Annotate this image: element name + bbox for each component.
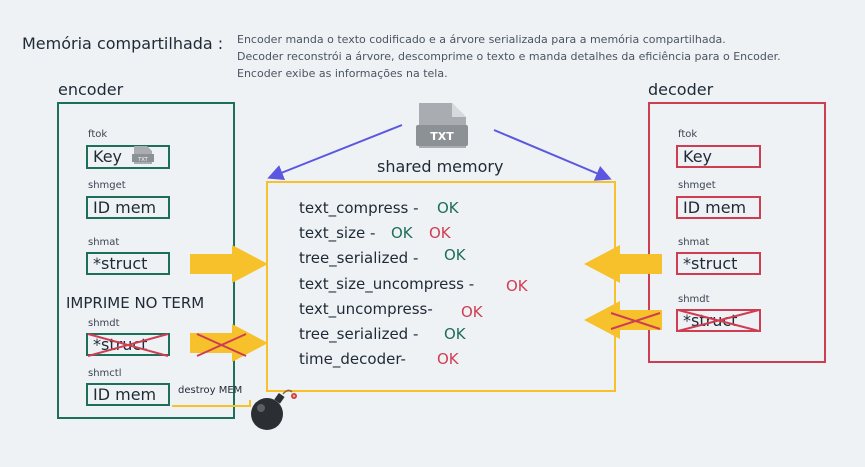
decoder-id-mem-field: ID mem	[676, 196, 761, 219]
small-txt-file-icon: TXT	[132, 146, 154, 164]
cross-out-encoder-shmdt-arrow	[196, 333, 247, 357]
status-ok: OK	[444, 246, 466, 264]
encoder-shmctl-label: shmctl	[88, 368, 122, 379]
decoder-key-value: Key	[683, 147, 713, 166]
decoder-frame	[648, 102, 826, 363]
encoder-shmctl-field: ID mem	[86, 383, 170, 406]
txt-icon-label: TXT	[430, 130, 454, 143]
encoder-id-mem-value: ID mem	[93, 198, 157, 217]
arrow-decoder-shmdt	[584, 301, 662, 339]
decoder-shmdt-label: shmdt	[678, 294, 710, 305]
bomb-icon	[251, 389, 297, 430]
shared-memory-title: shared memory	[377, 157, 504, 176]
encoder-title: encoder	[58, 80, 124, 99]
description: Encoder manda o texto codificado e a árv…	[237, 31, 781, 82]
arrow-to-shared-right	[493, 129, 612, 181]
encoder-shmctl-value: ID mem	[93, 385, 157, 404]
status-ok: OK	[437, 199, 459, 217]
mem-field-text-compress: text_compress -	[299, 199, 419, 217]
description-line: Encoder manda o texto codificado e a árv…	[237, 33, 726, 46]
arrow-encoder-shmat	[190, 245, 268, 283]
decoder-ftok-label: ftok	[678, 129, 698, 140]
encoder-shmget-label: shmget	[88, 180, 126, 191]
status-ok: OK	[444, 325, 466, 343]
decoder-shmget-label: shmget	[678, 180, 716, 191]
destroy-label: destroy MEM	[178, 385, 243, 396]
encoder-shmat-label: shmat	[88, 237, 120, 248]
mem-field-time-decoder: time_decoder-	[299, 350, 406, 368]
description-line: Encoder exibe as informações na tela.	[237, 67, 448, 80]
mem-field-text-size-uncompress: text_size_uncompress -	[299, 275, 475, 293]
encoder-ftok-label: ftok	[88, 129, 108, 140]
decoder-id-mem-value: ID mem	[683, 198, 747, 217]
status-ok: OK	[391, 224, 413, 242]
encoder-struct-field: *struct	[86, 252, 170, 275]
status-ok: OK	[437, 350, 459, 368]
encoder-struct-value: *struct	[93, 254, 148, 273]
cross-out-decoder-shmdt-field	[677, 309, 760, 332]
status-ok: OK	[461, 303, 483, 321]
decoder-struct-value: *struct	[683, 254, 738, 273]
mem-field-tree-serialized: tree_serialized -	[299, 325, 419, 343]
arrow-to-shared-left	[267, 124, 403, 181]
arrow-decoder-shmat	[584, 245, 662, 283]
mem-field-tree-serialized: tree_serialized -	[299, 249, 419, 267]
encoder-key-value: Key	[93, 147, 123, 166]
encoder-key-field: Key	[86, 145, 170, 169]
small-txt-icon-label: TXT	[137, 157, 148, 163]
shared-memory-frame	[266, 181, 616, 392]
print-note: IMPRIME NO TERM	[66, 294, 205, 312]
decoder-shmat-label: shmat	[678, 237, 710, 248]
encoder-id-mem-field: ID mem	[86, 196, 170, 219]
txt-file-icon: TXT	[416, 103, 468, 148]
cross-out-encoder-shmdt-field	[87, 333, 169, 357]
cross-out-decoder-shmdt-arrow	[610, 312, 661, 330]
mem-field-text-uncompress: text_uncompress-	[299, 300, 433, 318]
status-ok: OK	[506, 277, 528, 295]
encoder-shmdt-label: shmdt	[88, 318, 120, 329]
mem-field-text-size: text_size -	[299, 224, 376, 242]
destroy-arrow	[172, 400, 251, 407]
decoder-key-field: Key	[676, 145, 761, 168]
status-ok: OK	[429, 224, 451, 242]
decoder-struct-field: *struct	[676, 252, 761, 275]
arrow-encoder-shmdt	[190, 324, 268, 362]
decoder-title: decoder	[648, 80, 714, 99]
diagram-title: Memória compartilhada :	[22, 34, 224, 53]
description-line: Decoder reconstrói a árvore, descomprime…	[237, 50, 781, 63]
